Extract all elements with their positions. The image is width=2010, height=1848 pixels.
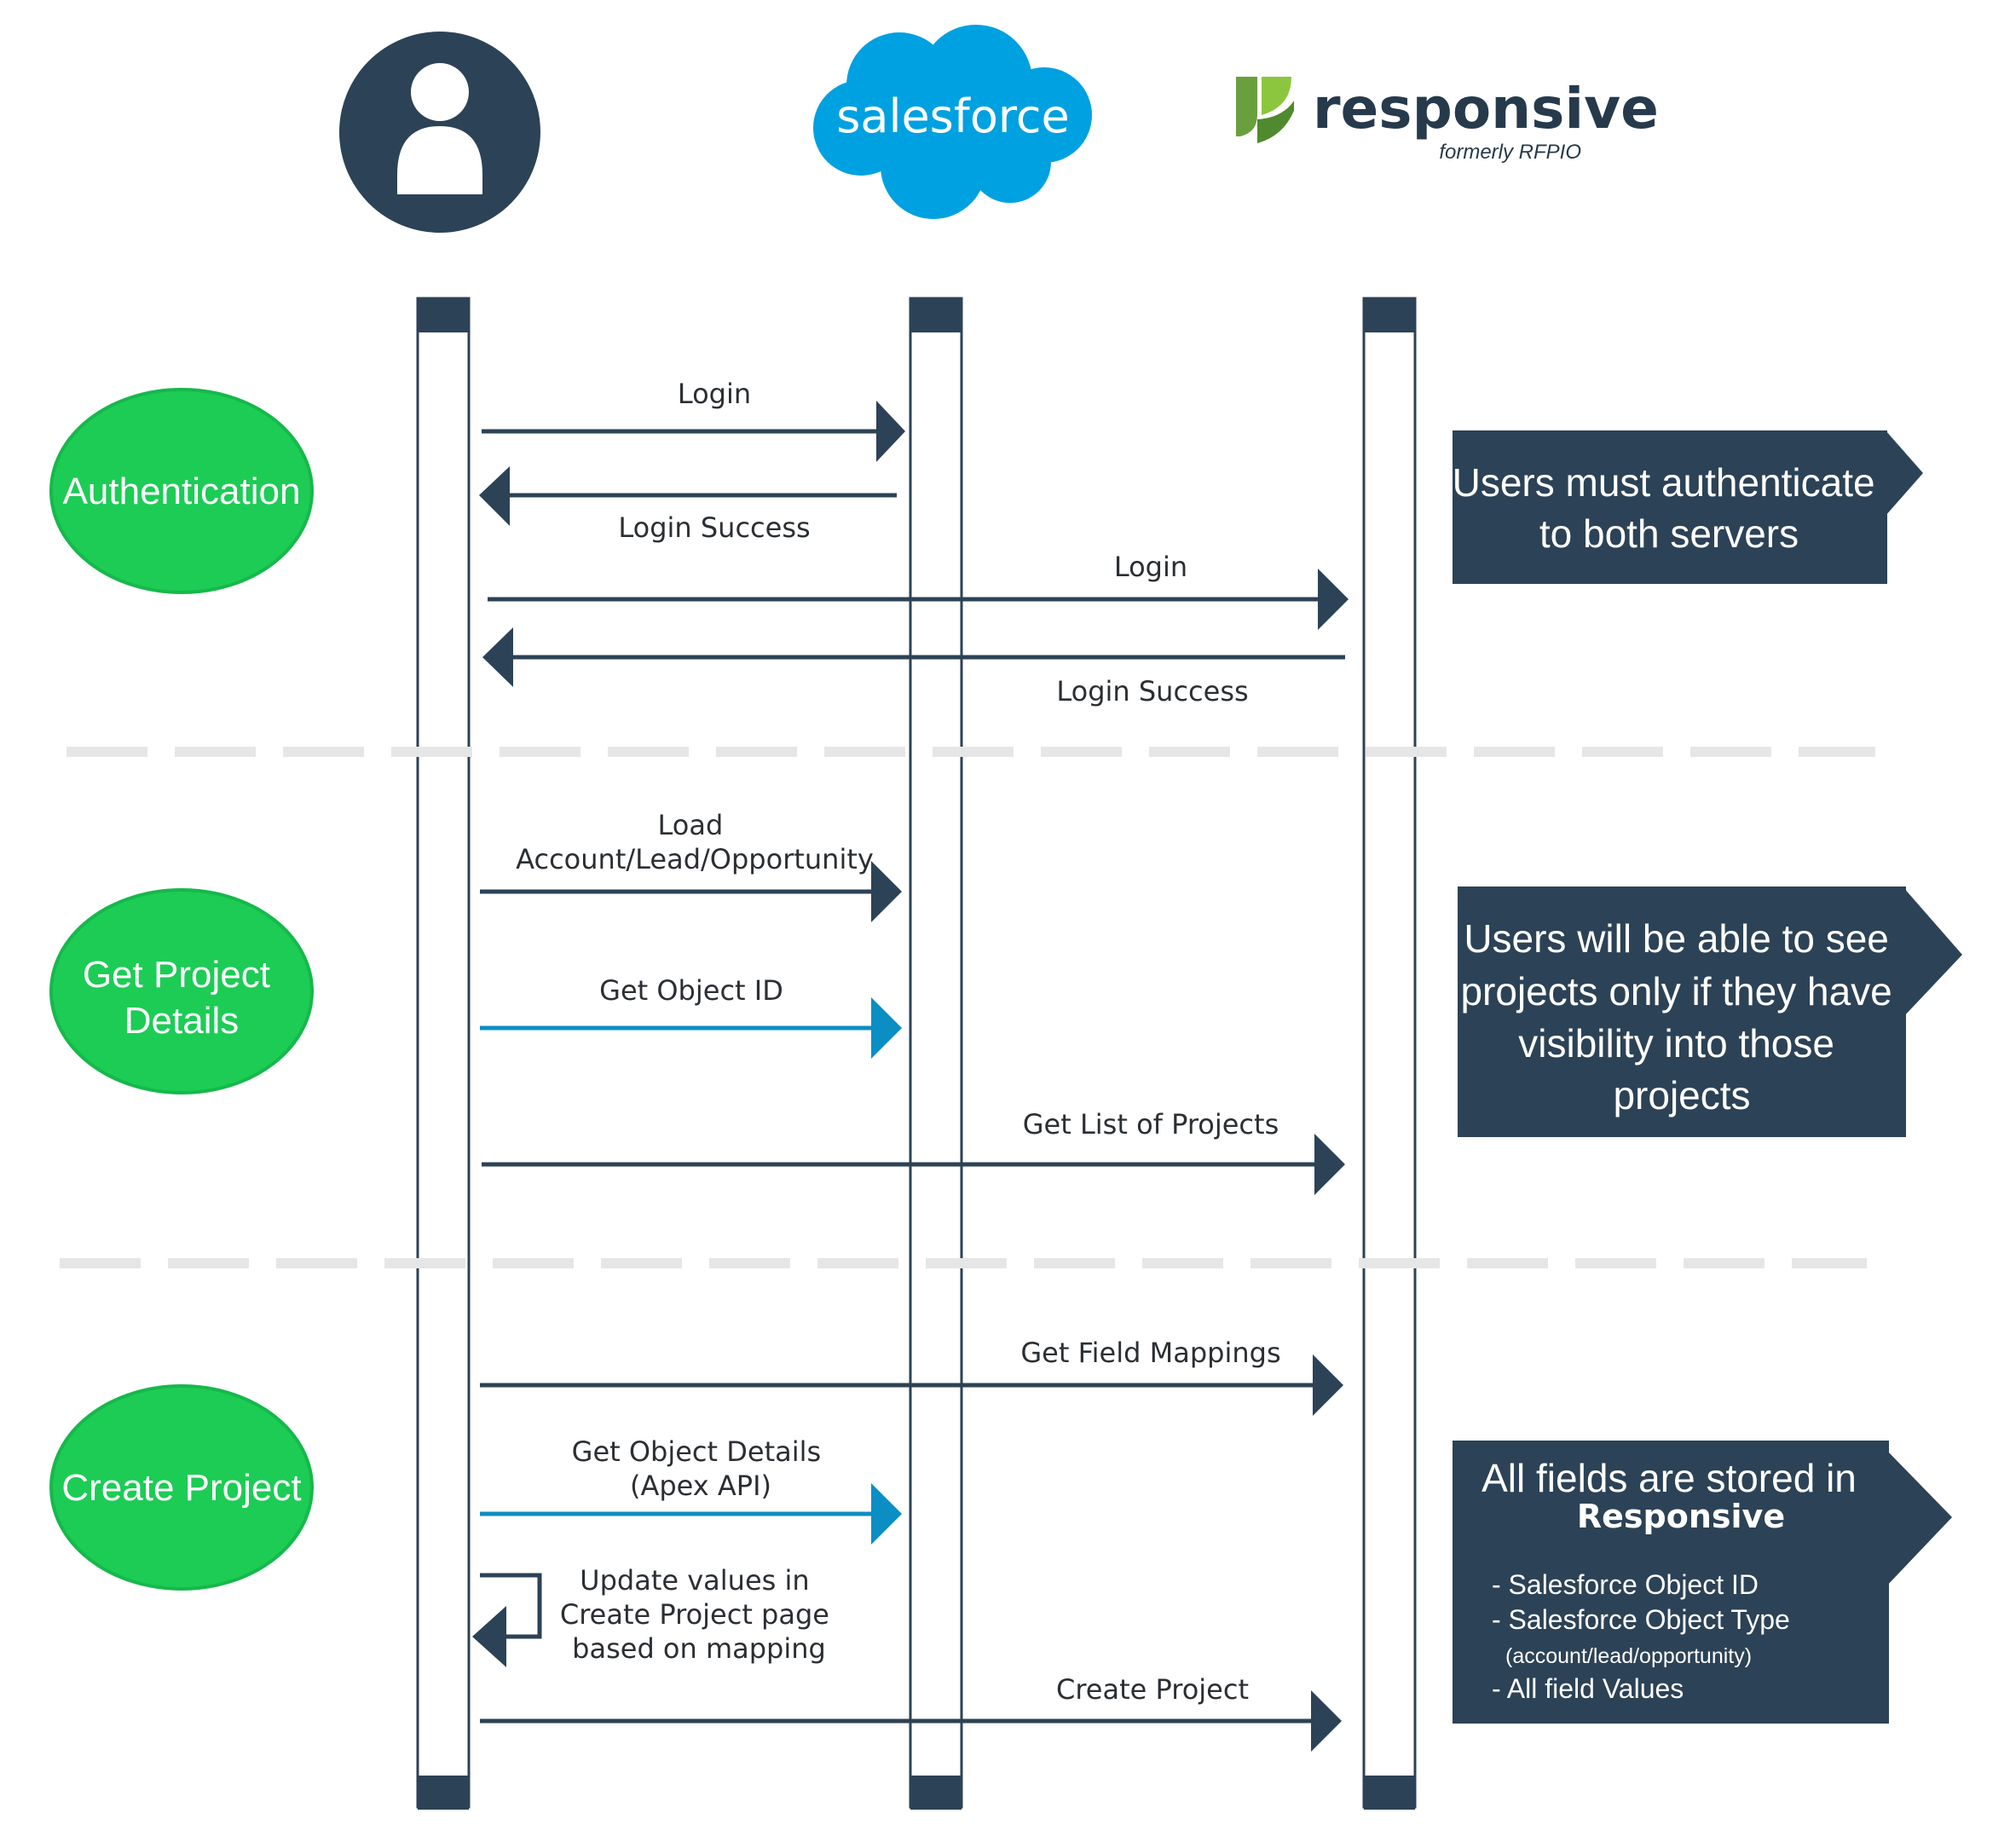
svg-text:Get List of Projects: Get List of Projects — [1023, 1108, 1279, 1141]
note-item: - Salesforce Object ID — [1492, 1569, 1759, 1600]
note-text: to both servers — [1539, 511, 1799, 556]
message-get-list-of-projects: Get List of Projects — [482, 1108, 1345, 1195]
message-label: Get List of Projects — [1023, 1108, 1279, 1141]
svg-text:Authentication: Authentication — [63, 471, 301, 512]
note-item: - Salesforce Object Type — [1492, 1604, 1790, 1635]
message-login-salesforce: Login — [482, 378, 905, 462]
salesforce-logo-text: salesforce — [836, 90, 1070, 143]
svg-text:Users must authenticate: Users must authenticate to both servers — [1453, 460, 1886, 556]
svg-text:(account/lead/opportunity): (account/lead/opportunity) — [1505, 1644, 1752, 1668]
message-create-project: Create Project — [480, 1673, 1342, 1752]
message-label: Create Project page — [560, 1598, 829, 1631]
svg-text:Login: Login — [678, 378, 751, 410]
svg-text:Get Object Details (Apex: Get Object Details (Apex API) — [572, 1435, 830, 1502]
message-load-account: Load Account/Lead/Opportunity — [480, 809, 902, 922]
message-login-responsive: Login — [488, 551, 1349, 630]
svg-text:Login: Login — [1114, 551, 1187, 583]
message-label: based on mapping — [572, 1632, 826, 1665]
phase-get-project-details: Get Project Details — [49, 888, 314, 1094]
message-label: Account/Lead/Opportunity — [516, 843, 874, 875]
message-label: Get Object Details — [572, 1435, 822, 1468]
participant-salesforce: salesforce — [813, 25, 1092, 219]
message-label: Update values in — [580, 1564, 809, 1597]
svg-text:All fields are stored in: All fields are stored in — [1482, 1456, 1857, 1500]
lifeline-user — [416, 297, 471, 1810]
svg-text:Update values in Create: Update values in Create Project page bas… — [560, 1564, 838, 1665]
participant-responsive: responsive formerly RFPIO — [1236, 76, 1659, 164]
note-title: All fields are stored in — [1482, 1456, 1857, 1500]
svg-text:Users will be able to see: Users will be able to see projects only … — [1460, 916, 1903, 1117]
note-text: projects only if they have — [1460, 969, 1892, 1014]
svg-text:Login Success: Login Success — [1056, 675, 1248, 707]
message-get-object-details: Get Object Details (Apex API) — [480, 1435, 902, 1545]
message-get-field-mappings: Get Field Mappings — [480, 1337, 1343, 1416]
message-label: Login Success — [618, 511, 810, 544]
message-label: (Apex API) — [630, 1470, 771, 1502]
svg-text:Get Object ID: Get Object ID — [599, 974, 783, 1007]
note-text: Users will be able to see — [1464, 916, 1889, 961]
message-get-object-id: Get Object ID — [480, 974, 902, 1059]
note-item: - All field Values — [1492, 1673, 1684, 1704]
phase-label: Create Project — [61, 1467, 301, 1509]
note-project-visibility: Users will be able to see projects only … — [1458, 886, 1962, 1137]
note-authenticate-both: Users must authenticate to both servers — [1453, 430, 1923, 584]
message-update-values-self: Update values in Create Project page bas… — [472, 1564, 838, 1667]
avatar-head — [411, 63, 469, 121]
svg-text:Responsive: Responsive — [1577, 1498, 1785, 1535]
lifeline-responsive — [1362, 297, 1417, 1810]
note-title-bold: Responsive — [1577, 1498, 1785, 1535]
note-item: (account/lead/opportunity) — [1505, 1644, 1752, 1668]
responsive-logo-mark — [1236, 77, 1294, 143]
message-label: Load — [658, 809, 724, 841]
phase-label: Get Project — [83, 954, 270, 996]
svg-text:- All field Values: - All field Values — [1492, 1673, 1684, 1704]
message-login-success-responsive: Login Success — [482, 627, 1345, 707]
participant-user — [339, 32, 540, 233]
svg-text:Get Field Mappings: Get Field Mappings — [1020, 1337, 1280, 1369]
svg-text:Create Project: Create Project — [61, 1467, 301, 1509]
note-text: Users must authenticate — [1453, 460, 1875, 505]
message-label: Get Object ID — [599, 974, 783, 1007]
note-fields-stored: All fields are stored in Responsive - Sa… — [1453, 1441, 1952, 1724]
svg-text:Load Account/Lead/Opport: Load Account/Lead/Opportunity — [516, 809, 874, 875]
phase-label: Authentication — [63, 471, 301, 512]
svg-text:Login Success: Login Success — [618, 511, 810, 544]
salesforce-logo — [813, 25, 1092, 219]
message-label: Login — [1114, 551, 1187, 583]
svg-text:Create Project: Create Project — [1056, 1673, 1249, 1706]
note-text: projects — [1613, 1073, 1750, 1117]
message-login-success-salesforce: Login Success — [479, 466, 897, 544]
message-label: Login Success — [1056, 675, 1248, 707]
responsive-logo-subtext: formerly RFPIO — [1439, 141, 1581, 164]
message-label: Create Project — [1056, 1673, 1249, 1706]
phase-label: Details — [124, 1000, 240, 1042]
message-label: Login — [678, 378, 751, 410]
svg-text:Get Project Details: Get Project Details — [83, 954, 280, 1042]
responsive-logo-text: responsive — [1313, 76, 1659, 141]
lifeline-salesforce — [909, 297, 963, 1810]
phase-create-project: Create Project — [49, 1384, 314, 1591]
message-label: Get Field Mappings — [1020, 1337, 1280, 1369]
avatar-body — [397, 126, 482, 194]
note-text: visibility into those — [1518, 1021, 1834, 1065]
svg-text:- Salesforce Object ID -: - Salesforce Object ID - Salesforce Obje… — [1492, 1569, 1790, 1635]
phase-authentication: Authentication — [49, 388, 314, 594]
